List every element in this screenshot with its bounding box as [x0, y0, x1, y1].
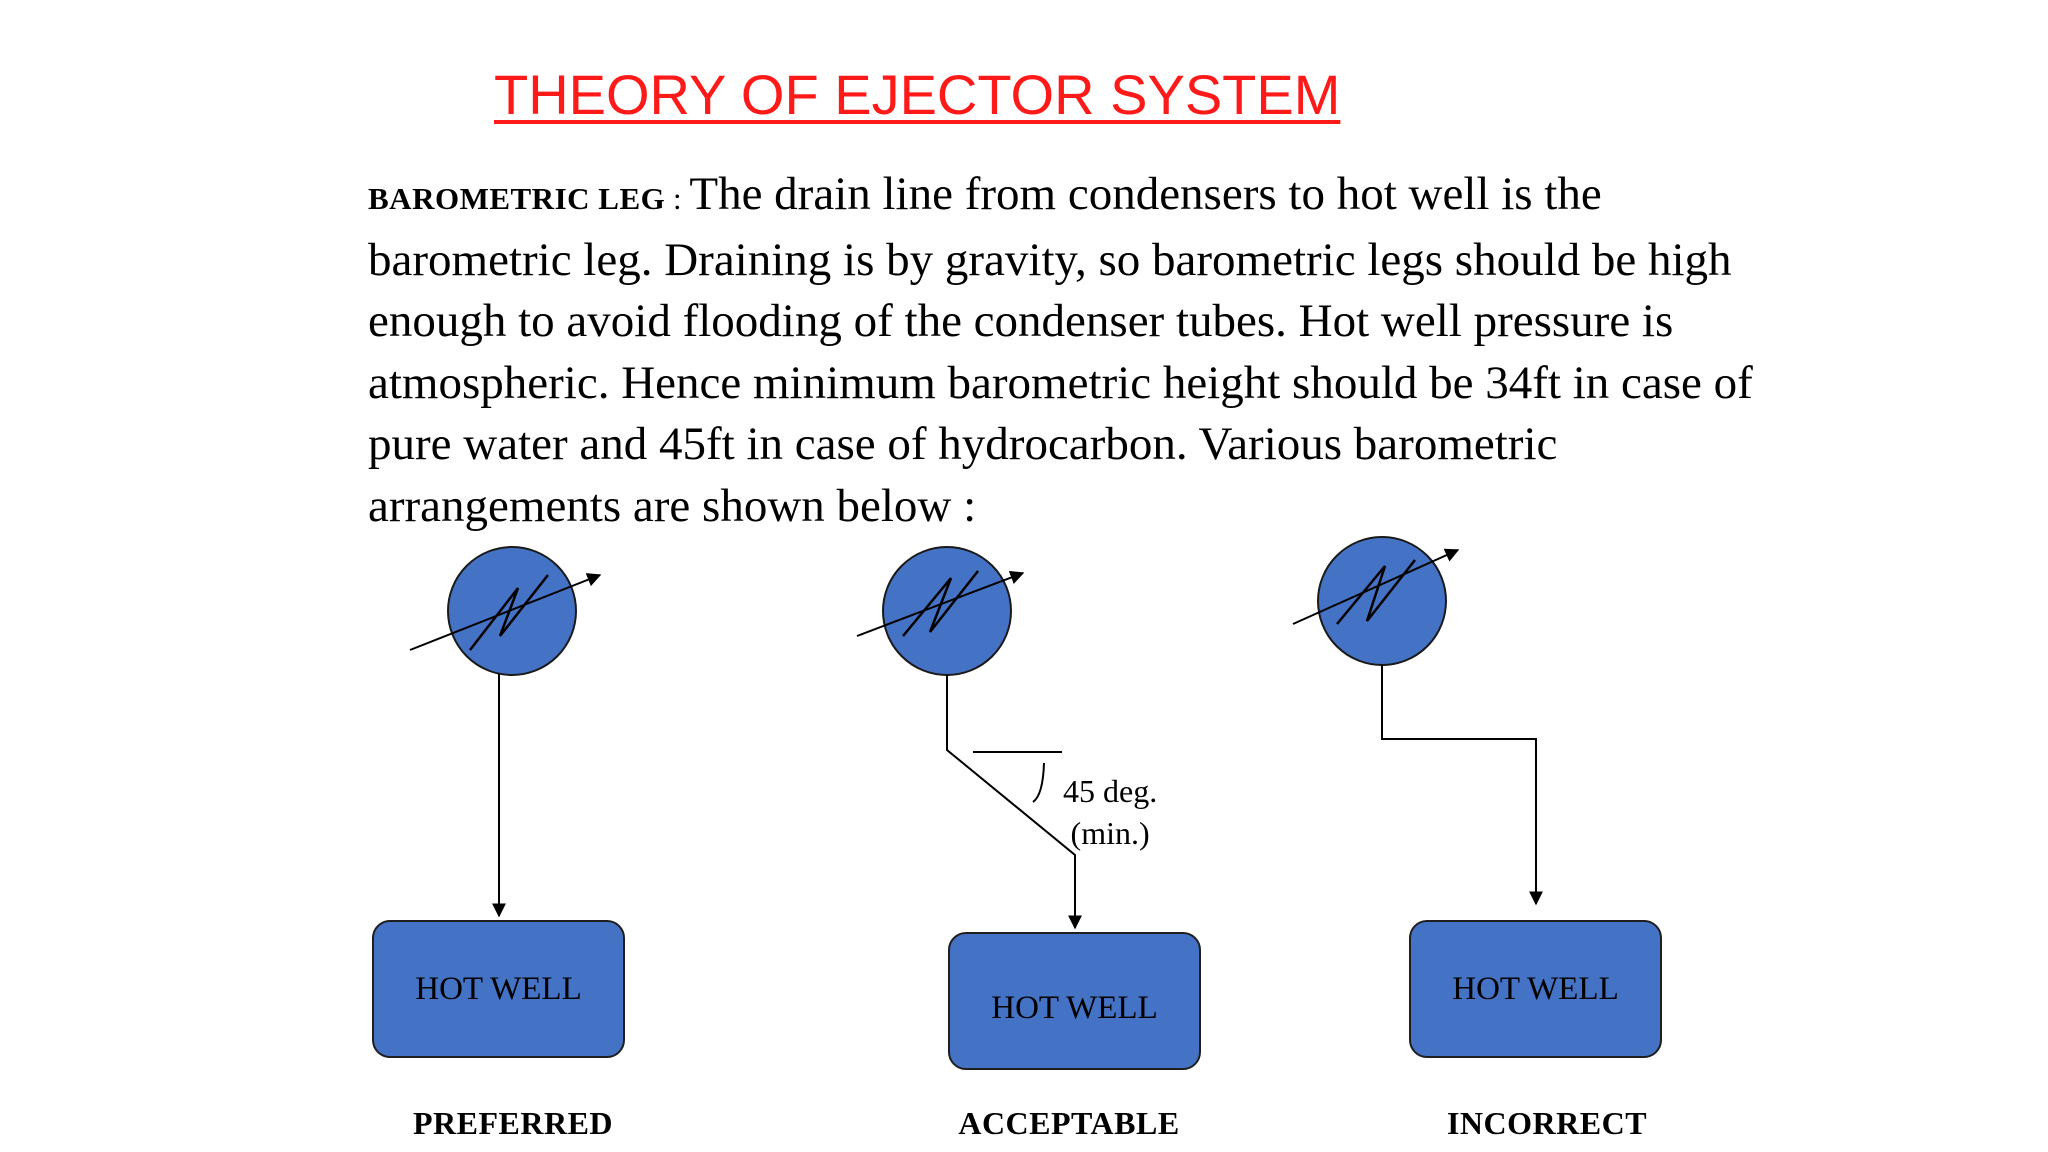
arrangement-incorrect — [1292, 536, 1543, 906]
arrangement-acceptable — [856, 546, 1082, 930]
hot-well-label: HOT WELL — [1452, 970, 1619, 1007]
caption-preferred: PREFERRED — [412, 1105, 614, 1141]
hot-well-label: HOT WELL — [991, 989, 1158, 1026]
condenser-symbol-icon — [1292, 536, 1460, 666]
angle-label: 45 deg. (min.) — [1063, 770, 1157, 854]
slide-title: THEORY OF EJECTOR SYSTEM — [494, 63, 1341, 126]
description-text: The drain line from condensers to hot we… — [368, 168, 1753, 532]
hot-well-acceptable: HOT WELL — [948, 932, 1201, 1070]
drain-line — [946, 675, 1082, 930]
condenser-symbol-icon — [409, 546, 602, 676]
angle-value: 45 deg. — [1063, 773, 1158, 809]
arrangement-preferred — [409, 546, 602, 918]
description-paragraph: BAROMETRIC LEG : The drain line from con… — [368, 164, 1788, 537]
hot-well-preferred: HOT WELL — [372, 920, 625, 1058]
angle-qualifier: (min.) — [1070, 815, 1150, 851]
drain-line — [1381, 665, 1543, 906]
condenser-symbol-icon — [856, 546, 1025, 676]
heading-separator: : — [665, 181, 690, 216]
barometric-leg-heading: BAROMETRIC LEG — [368, 181, 666, 216]
caption-incorrect: INCORRECT — [1446, 1105, 1648, 1141]
hot-well-incorrect: HOT WELL — [1409, 920, 1662, 1058]
caption-acceptable: ACCEPTABLE — [958, 1105, 1180, 1141]
hot-well-label: HOT WELL — [415, 970, 582, 1007]
angle-arc — [1032, 762, 1045, 803]
